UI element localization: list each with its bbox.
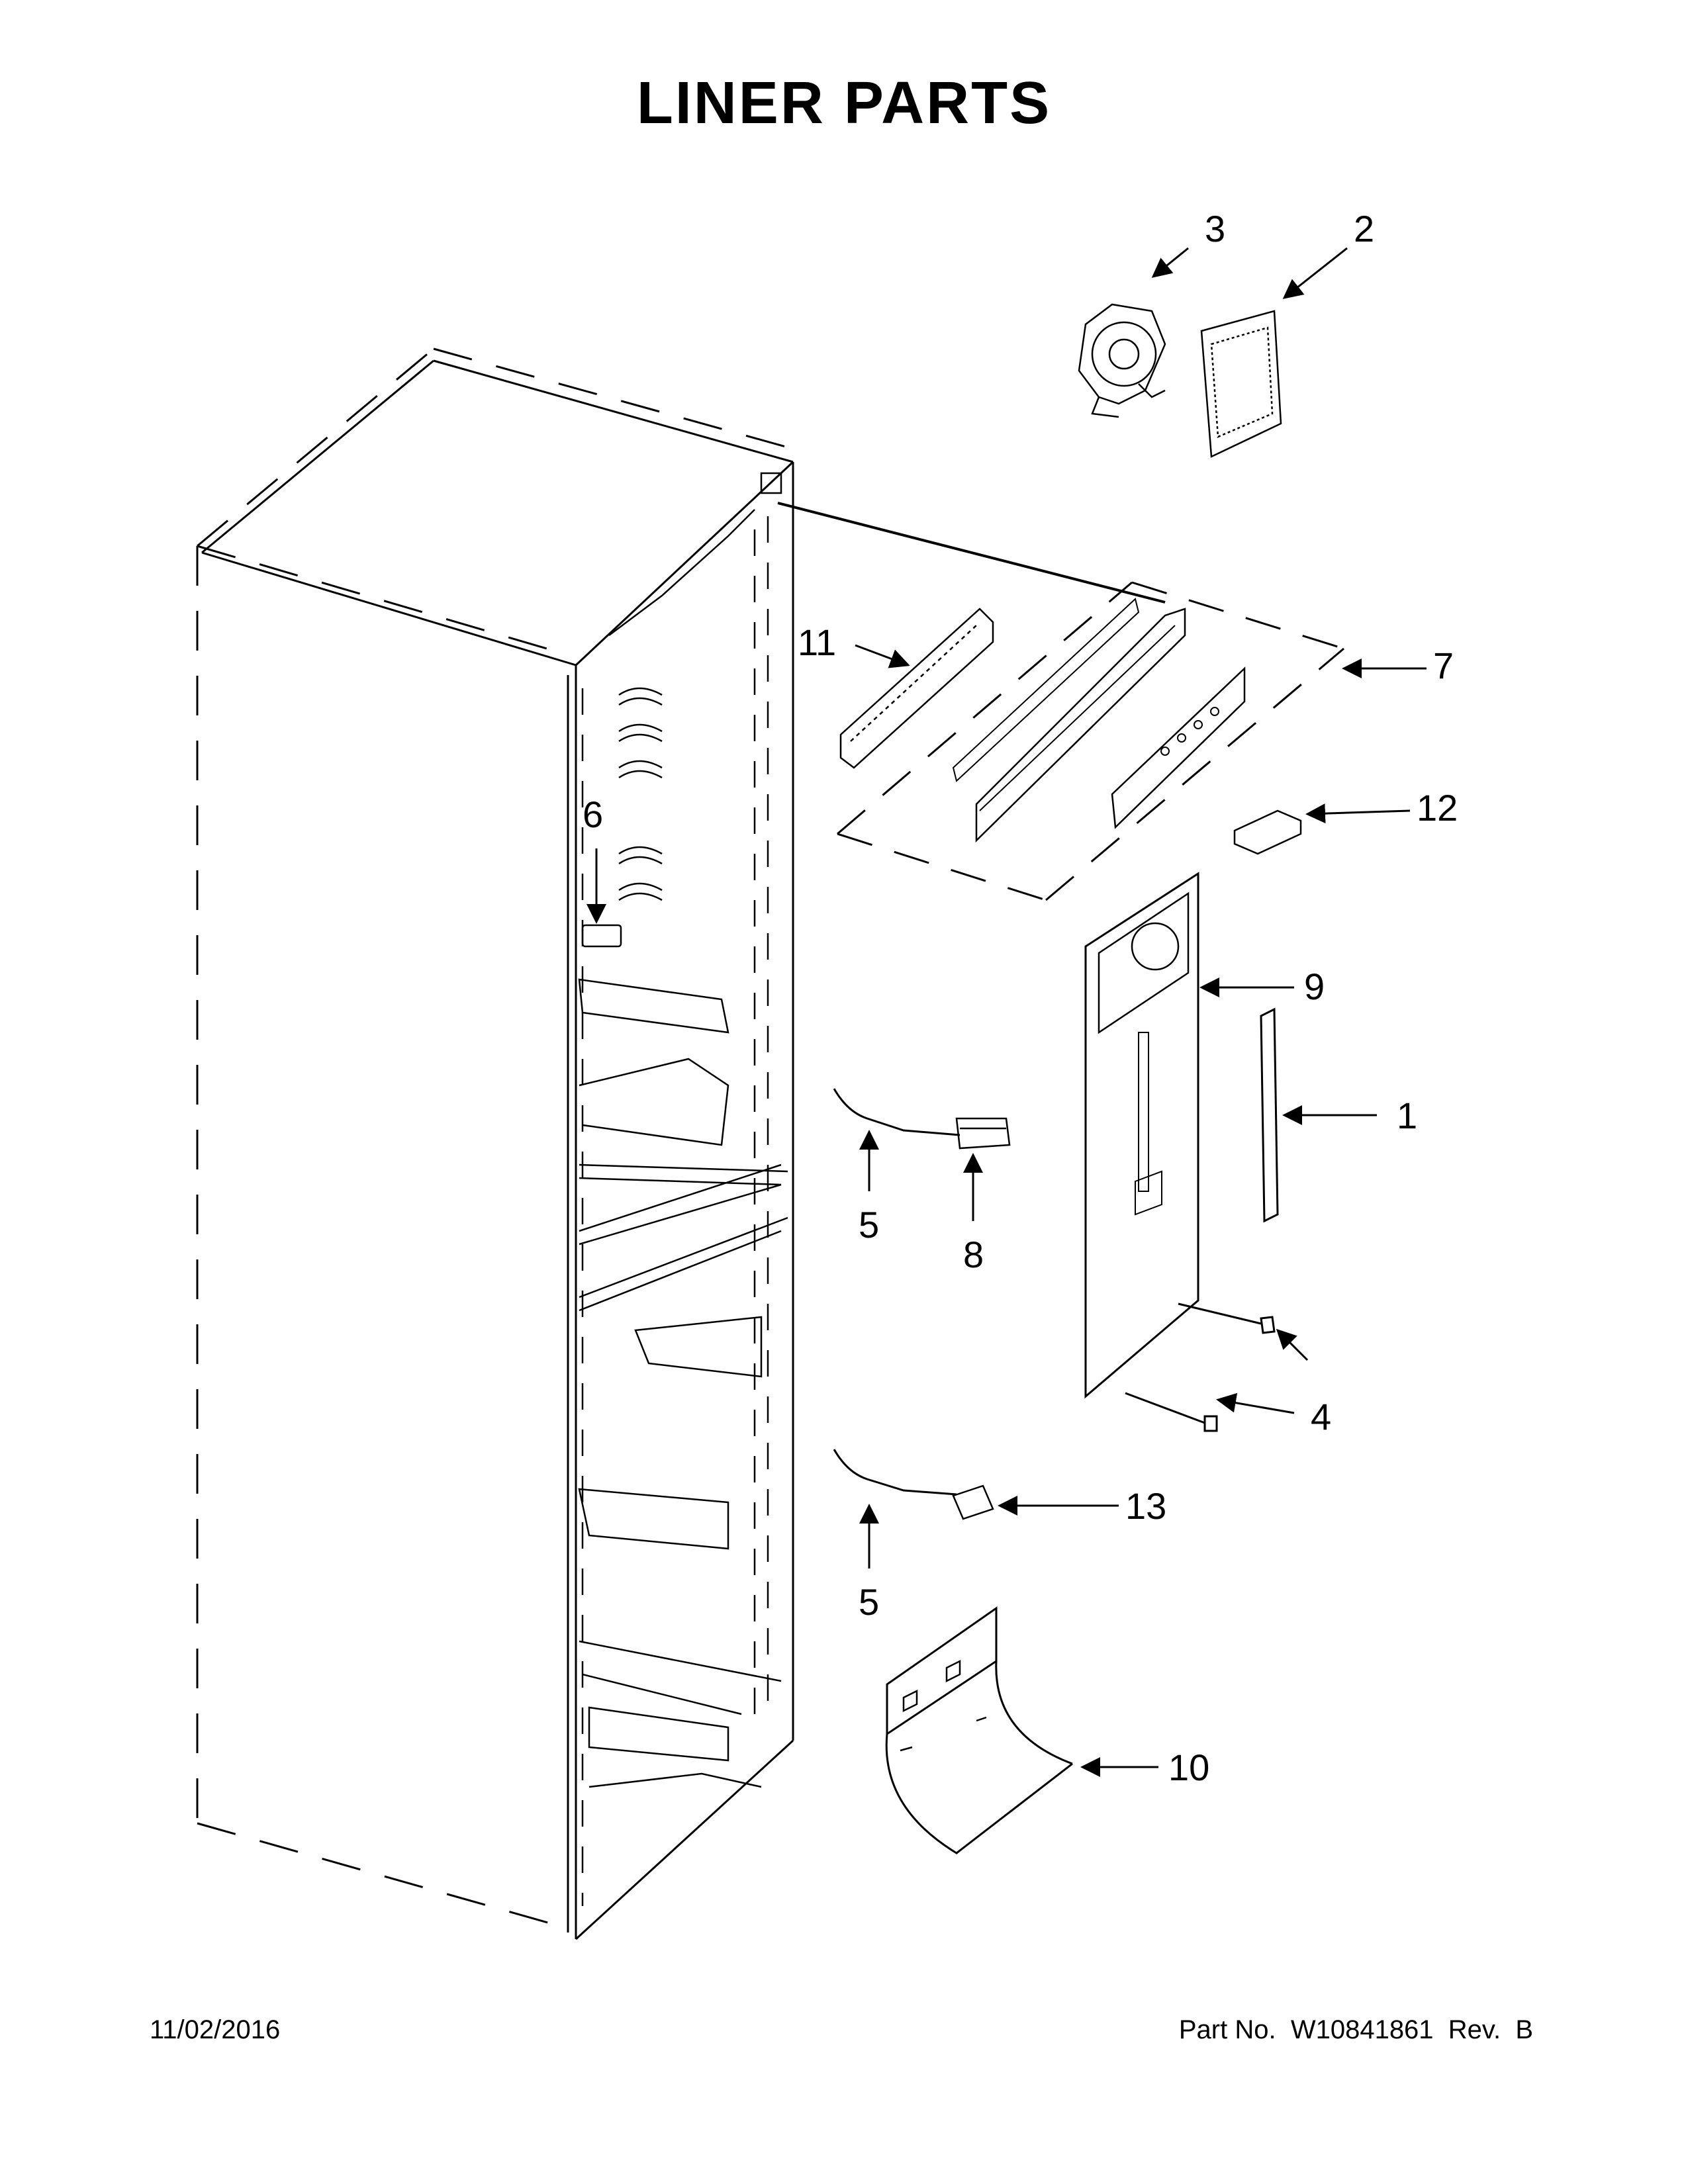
callout-7: 7: [1433, 645, 1454, 686]
rev-value: B: [1515, 2015, 1533, 2044]
callout-1: 1: [1397, 1095, 1417, 1136]
callout-12: 12: [1417, 787, 1458, 829]
clip-part-13: [952, 1484, 994, 1520]
heater-wire-parts: [833, 1088, 961, 1496]
fan-motor-part: [1078, 303, 1166, 418]
callout-13: 13: [1125, 1485, 1166, 1527]
screw-parts: [1125, 1302, 1276, 1432]
callout-5b: 5: [859, 1581, 879, 1623]
page-title: LINER PARTS: [636, 70, 1052, 136]
callout-9: 9: [1304, 966, 1325, 1007]
part-number: W10841861: [1290, 2015, 1434, 2044]
rev-label: Rev.: [1448, 2015, 1501, 2044]
control-housing-assembly: [837, 581, 1344, 901]
callout-3: 3: [1205, 208, 1225, 250]
clip-part: [955, 1117, 1011, 1150]
callout-4: 4: [1311, 1396, 1331, 1437]
rear-panel-part: [1084, 872, 1199, 1399]
fan-grille-part: [1200, 310, 1282, 458]
callout-6: 6: [583, 794, 603, 835]
refrigerator-liner: [196, 347, 1166, 1940]
footer-date: 11/02/2016: [150, 2015, 281, 2044]
part-label: Part No.: [1178, 2015, 1276, 2044]
callout-arrows: [586, 247, 1427, 1777]
callout-10: 10: [1168, 1747, 1209, 1788]
callout-labels: 3 2 11 7 12 6 9 1 5 8 4 13 5 10: [583, 208, 1458, 1788]
cover-part: [1260, 1007, 1279, 1223]
callout-11: 11: [798, 621, 836, 663]
callout-2: 2: [1354, 208, 1374, 250]
callout-5a: 5: [859, 1204, 879, 1246]
bottom-cover-part: [885, 1606, 1073, 1854]
control-board-part: [839, 608, 994, 769]
callout-8: 8: [963, 1234, 984, 1275]
footer-part-number: Part No. W10841861 Rev. B: [1179, 2015, 1533, 2045]
switch-part: [1233, 809, 1302, 855]
